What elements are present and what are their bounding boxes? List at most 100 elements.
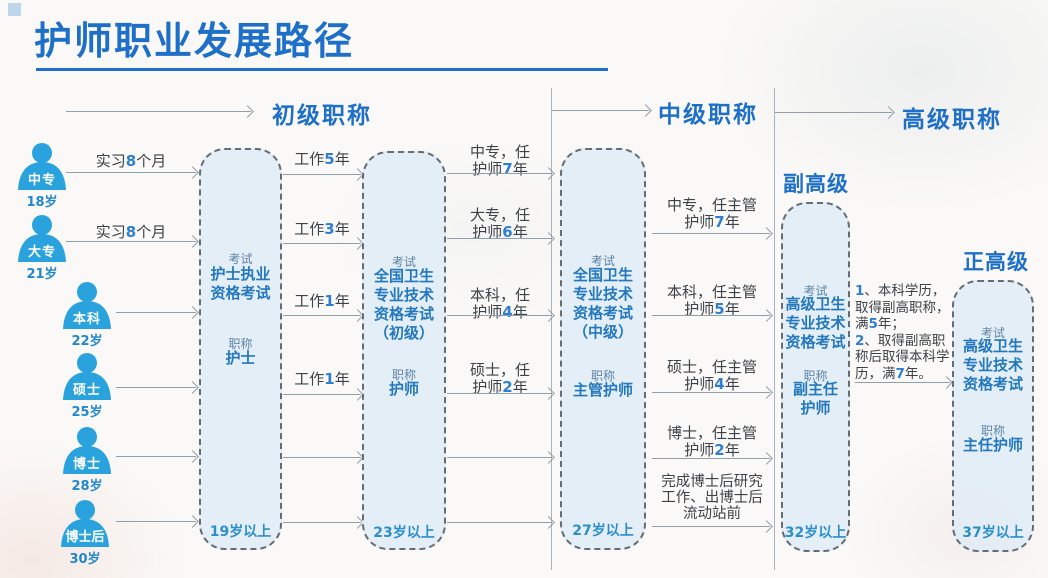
title-label: 职称 [228,337,253,351]
arrow-label-work-5y: 工作5年 [294,150,350,168]
person-icon [18,215,66,262]
person-shuoshi: 硕士 25岁 [60,352,114,420]
flow-arrow [283,394,361,395]
exam-name: 高级卫生 专业技术 资格考试 [785,295,846,351]
person-degree-label: 硕士 [72,383,101,398]
corner-decoration [8,3,21,16]
person-age-label: 28岁 [71,479,103,494]
flow-arrow [447,457,552,458]
flow-arrow [447,238,552,239]
flow-arrow [652,233,770,234]
exam-name: 全国卫生 专业技术 资格考试 （初级） [373,267,434,342]
age-requirement: 23岁以上 [373,525,435,541]
deputy-to-full-note: 1、本科学历， 取得副高职称， 满5年； 2、取得副高职 称后取得本科学 历，满… [855,283,950,382]
box-junior-hushi: 考试 全国卫生 专业技术 资格考试 （初级） 职称 护师 23岁以上 [362,151,446,550]
person-age-label: 21岁 [26,267,58,282]
title-label: 职称 [590,369,615,383]
box-junior-nurse: 考试 护士执业 资格考试 职称 护士 19岁以上 [199,148,282,550]
header-arrow-junior [66,111,251,112]
flow-arrow [652,315,770,316]
flow-arrow [447,393,552,394]
flow-arrow [283,522,361,523]
person-degree-label: 大专 [27,245,56,260]
person-icon [61,500,109,547]
title-label: 职称 [803,369,828,383]
person-icon [18,143,66,190]
arrow-label-work-1y-a: 工作1年 [294,292,350,310]
flow-arrow [116,521,196,522]
flow-arrow [66,241,196,242]
person-degree-label: 中专 [27,173,56,188]
page-title: 护师职业发展路径 [34,19,355,63]
arrow-label-practice-2: 实习8个月 [95,223,167,241]
flow-arrow [283,457,361,458]
flow-arrow [283,315,361,316]
title-name: 护师 [388,380,419,398]
flow-arrow [447,173,552,174]
arrow-label-shuoshi-zhuguan-4y: 硕士，任主管 护师4年 [666,358,757,393]
box-middle-zhuguan: 考试 全国卫生 专业技术 资格考试 （中级） 职称 主管护师 27岁以上 [560,148,646,550]
arrow-label-benke-zhuguan-5y: 本科，任主管 护师5年 [666,283,757,318]
header-full-senior: 正高级 [963,250,1029,274]
flow-arrow [116,387,196,388]
person-icon [63,427,111,474]
person-age-label: 25岁 [71,405,103,420]
flow-arrow [447,522,552,523]
age-requirement: 37岁以上 [962,525,1024,541]
header-middle-title: 中级职称 [658,102,758,128]
exam-label: 考试 [590,254,615,268]
flow-arrow [116,456,196,457]
flow-arrow [66,172,196,173]
arrow-label-boshi-zhuguan-2y: 博士，任主管 护师2年 [666,424,757,459]
arrow-label-postdoc: 完成博士后研究 工作、出博士后 流动站前 [661,474,763,523]
exam-label: 考试 [980,326,1005,340]
exam-label: 考试 [803,284,828,298]
title-label: 职称 [391,368,416,382]
arrow-label-dazhuan-6y: 大专，任 护师6年 [469,206,530,241]
title-name: 主任护师 [962,436,1023,454]
arrow-label-shuoshi-2y: 硕士，任 护师2年 [469,361,530,396]
title-name: 主管护师 [572,381,633,399]
flow-arrow [447,315,552,316]
flow-arrow [116,312,196,313]
divider-junior-middle [551,88,552,570]
person-dazhuan: 大专 21岁 [15,214,69,282]
title-label: 职称 [980,424,1005,438]
flow-arrow [652,526,770,527]
title-underline [36,68,608,71]
person-boshihou: 博士后 30岁 [58,499,112,567]
arrow-label-work-1y-b: 工作1年 [294,370,350,388]
exam-name: 全国卫生 专业技术 资格考试 （中级） [572,266,633,341]
person-degree-label: 博士后 [65,530,105,545]
box-full-senior: 考试 高级卫生 专业技术 资格考试 职称 主任护师 37岁以上 [952,280,1034,552]
person-icon [63,282,111,329]
flow-arrow [283,174,361,175]
title-name: 副主任 护师 [792,380,838,417]
person-benke: 本科 22岁 [60,281,114,349]
person-age-label: 18岁 [26,195,58,210]
flow-arrow [855,382,950,383]
age-requirement: 19岁以上 [209,524,272,540]
flow-arrow [283,243,361,244]
person-degree-label: 本科 [72,312,101,327]
exam-name: 高级卫生 专业技术 资格考试 [962,337,1023,393]
header-junior-title: 初级职称 [272,103,372,129]
person-age-label: 22岁 [71,334,103,349]
header-arrow-middle [552,110,649,111]
person-icon [63,353,111,400]
flow-arrow [652,392,770,393]
exam-label: 考试 [228,252,253,266]
header-senior-title: 高级职称 [902,107,1002,133]
box-deputy-senior: 考试 高级卫生 专业技术 资格考试 职称 副主任 护师 32岁以上 [781,202,850,552]
exam-name: 护士执业 资格考试 [210,265,271,302]
person-boshi: 博士 28岁 [60,426,114,494]
header-arrow-senior [775,112,892,113]
age-requirement: 32岁以上 [784,525,847,541]
arrow-label-zhongzhuan-zhuguan-7y: 中专，任主管 护师7年 [666,196,757,231]
arrow-label-practice-1: 实习8个月 [95,152,167,170]
exam-label: 考试 [391,255,416,269]
divider-middle-senior [774,88,775,570]
age-requirement: 27岁以上 [572,523,634,539]
person-age-label: 30岁 [69,552,101,567]
